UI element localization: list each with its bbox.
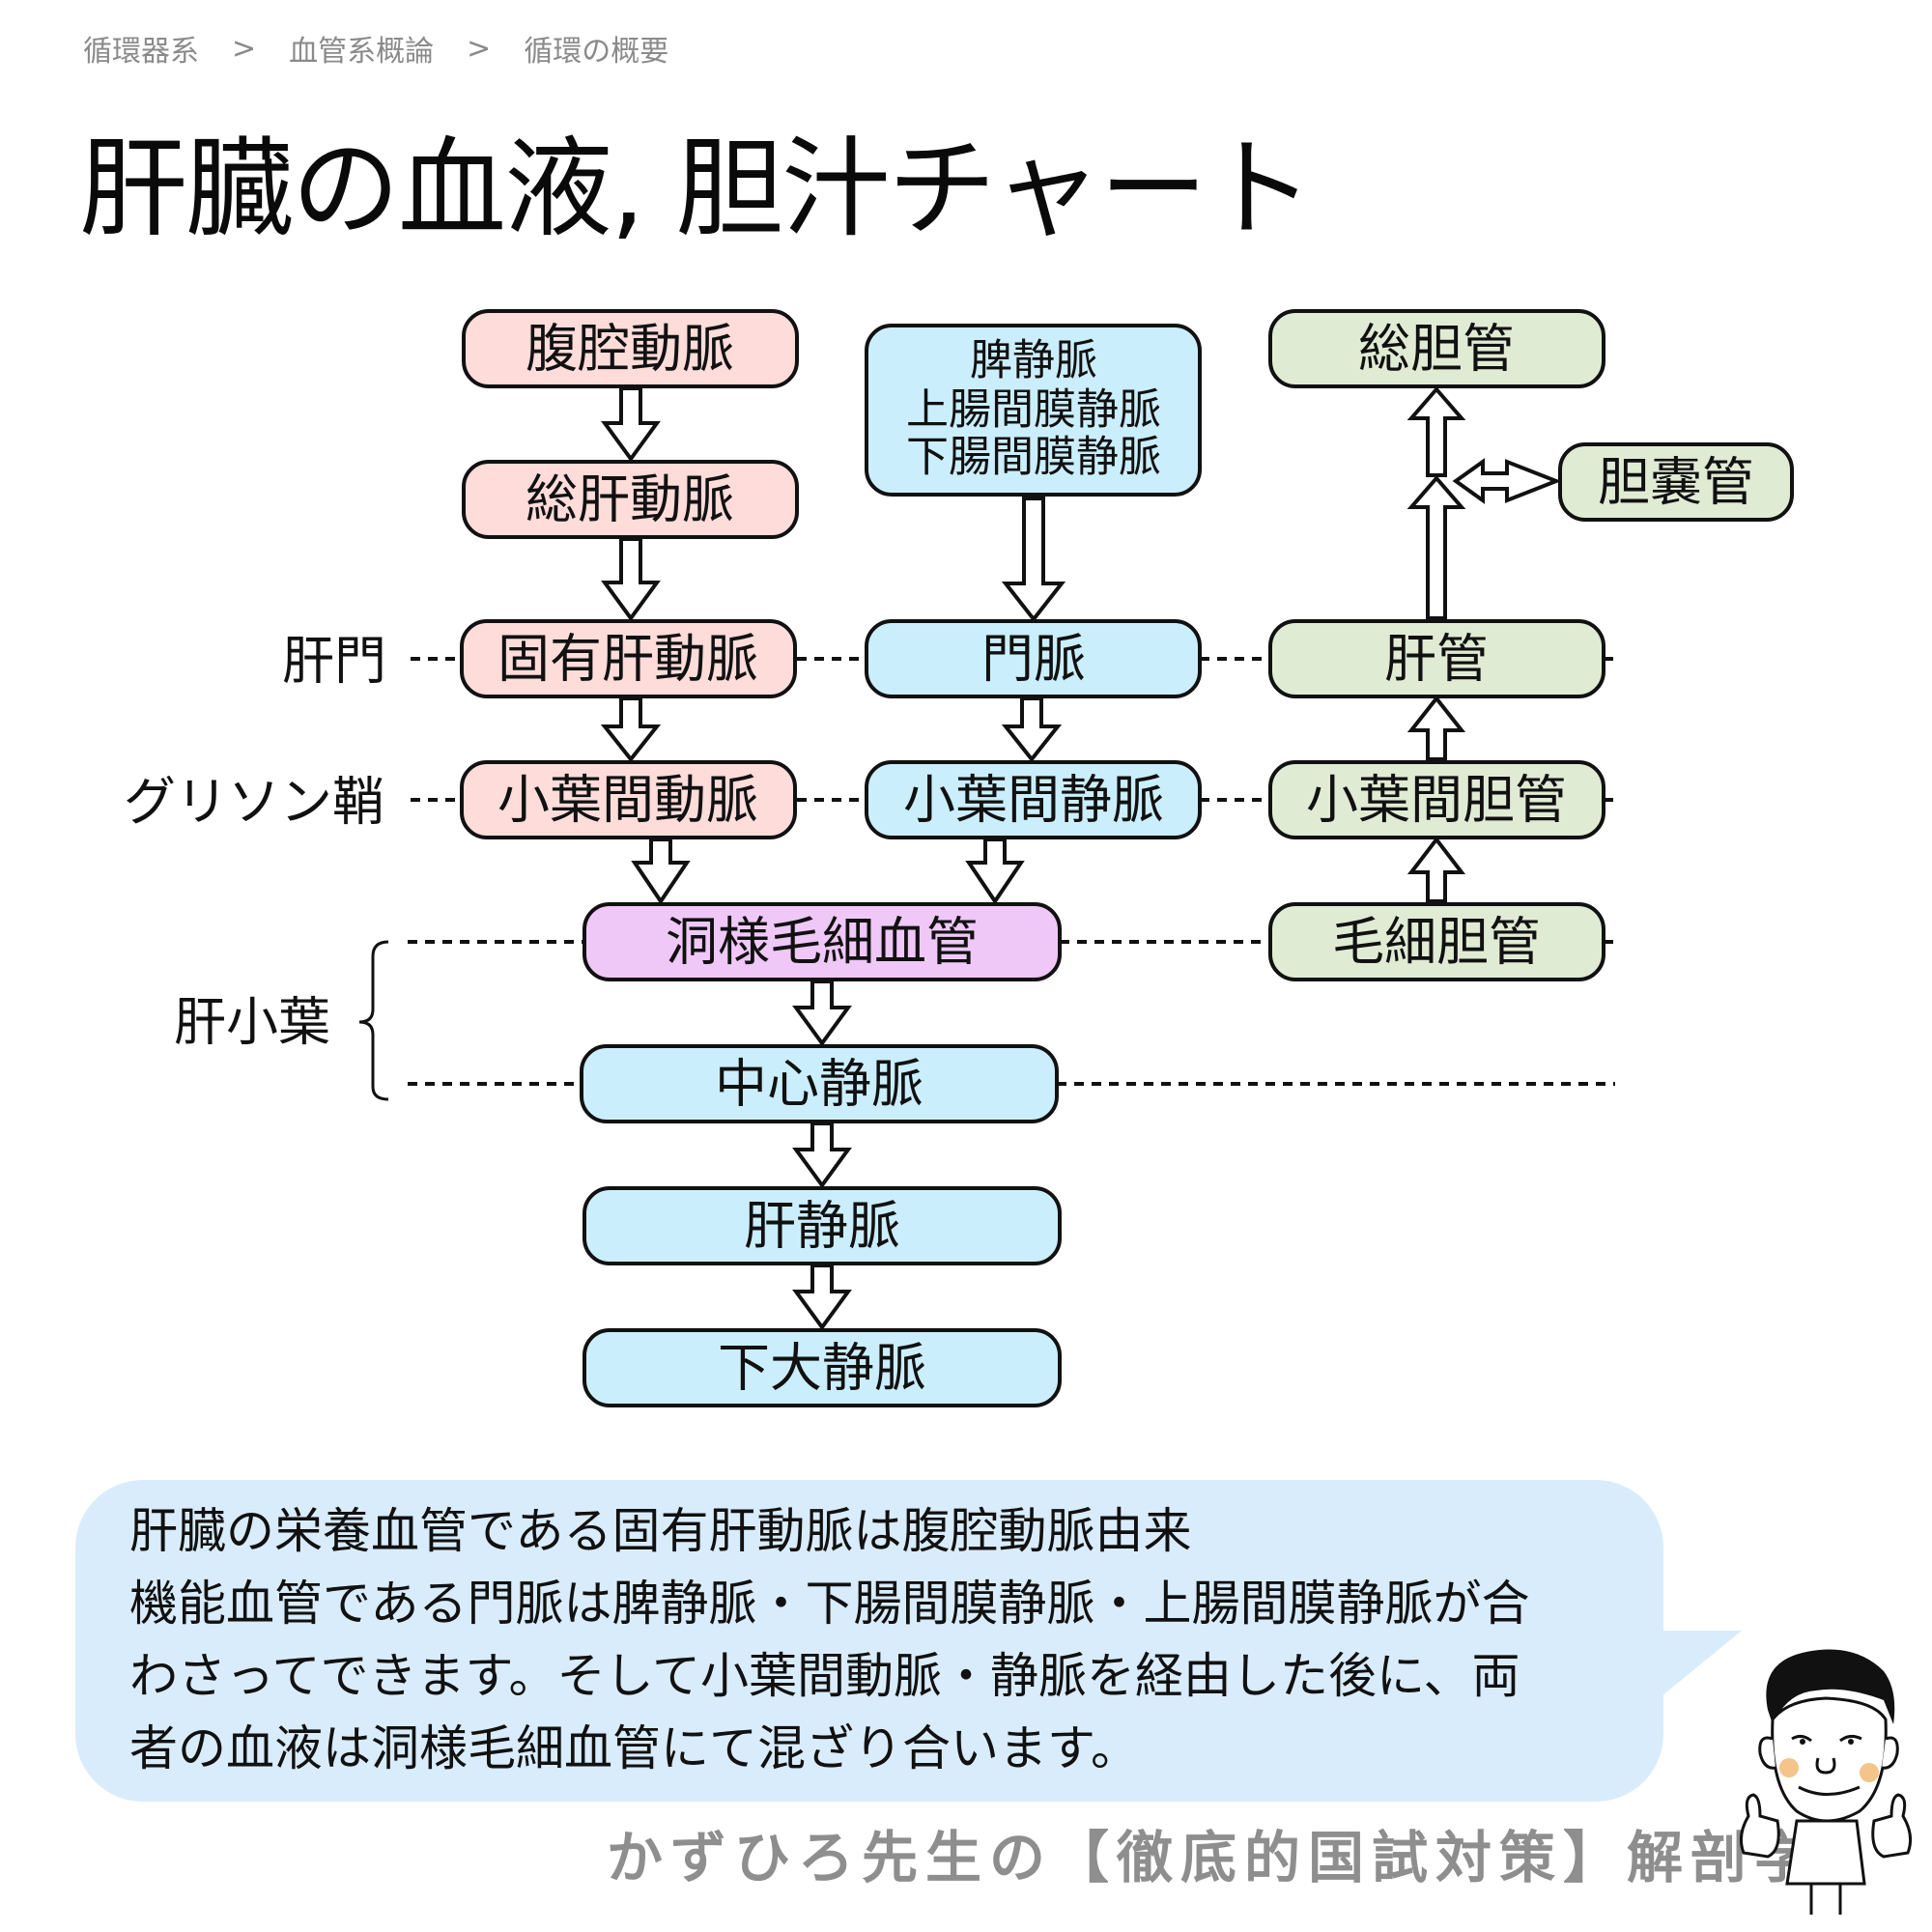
speech-bubble <box>75 1480 1663 1802</box>
teacher-mascot-icon <box>1739 1649 1913 1915</box>
label-hepatic-lobule: 肝小葉 <box>174 992 330 1053</box>
breadcrumb: 循環器系 > 血管系概論 > 循環の概要 <box>83 27 668 70</box>
svg-text:総胆管: 総胆管 <box>1358 319 1515 380</box>
node-portal-sources: 脾静脈 上腸間膜静脈 下腸間膜静脈 <box>865 324 1202 497</box>
arrow-down-icon <box>601 386 661 463</box>
lobule-brace <box>358 940 389 1101</box>
breadcrumb-item-vascular[interactable]: 血管系概論 <box>289 35 435 69</box>
arrow-down-icon <box>1001 497 1066 623</box>
svg-text:固有肝動脈: 固有肝動脈 <box>497 629 758 690</box>
svg-text:肝管: 肝管 <box>1384 629 1489 690</box>
svg-text:中心静脈: 中心静脈 <box>715 1054 923 1115</box>
node-common-hepatic-artery: 総肝動脈 <box>462 460 799 539</box>
svg-text:胆嚢管: 胆嚢管 <box>1598 452 1754 513</box>
node-proper-hepatic-artery: 固有肝動脈 <box>460 619 797 698</box>
svg-text:下腸間膜静脈: 下腸間膜静脈 <box>906 433 1161 482</box>
arrow-up-icon <box>1406 695 1466 761</box>
svg-text:脾静脈: 脾静脈 <box>970 336 1097 385</box>
breadcrumb-item-circulatory[interactable]: 循環器系 <box>83 35 199 69</box>
explanation-line: 者の血液は洞様毛細血管にて混ざり合います。 <box>129 1720 1139 1776</box>
node-common-bile-duct: 総胆管 <box>1268 309 1605 388</box>
arrow-up-icon <box>1406 474 1466 620</box>
breadcrumb-item-overview[interactable]: 循環の概要 <box>524 35 669 69</box>
explanation-line: 肝臓の栄養血管である固有肝動脈は腹腔動脈由来 <box>129 1503 1192 1559</box>
arrow-down-icon <box>965 838 1025 905</box>
node-sinusoid: 洞様毛細血管 <box>582 902 1062 981</box>
breadcrumb-separator: > <box>467 31 492 66</box>
page-title: 肝臓の血液, 胆汁チャート <box>79 127 1314 252</box>
double-arrow-icon <box>1452 458 1562 504</box>
explanation-line: 機能血管である門脈は脾静脈・下腸間膜静脈・上腸間膜静脈が合 <box>129 1576 1530 1632</box>
node-central-vein: 中心静脈 <box>580 1044 1059 1123</box>
node-cystic-duct: 胆嚢管 <box>1558 442 1794 522</box>
arrow-down-icon <box>792 1122 852 1189</box>
arrow-down-icon <box>792 1264 852 1331</box>
svg-text:小葉間動脈: 小葉間動脈 <box>497 770 758 831</box>
node-interlobular-artery: 小葉間動脈 <box>460 760 797 839</box>
svg-text:腹腔動脈: 腹腔動脈 <box>526 319 734 380</box>
liver-flow-diagram: 肝門 グリソン鞘 肝小葉 腹腔動脈 <box>124 309 1794 1407</box>
svg-text:小葉間静脈: 小葉間静脈 <box>903 770 1164 831</box>
arrow-up-icon <box>1406 385 1466 477</box>
node-hepatic-vein: 肝静脈 <box>582 1186 1062 1265</box>
svg-text:小葉間胆管: 小葉間胆管 <box>1306 770 1567 831</box>
node-interlobular-bile-duct: 小葉間胆管 <box>1268 760 1605 839</box>
speech-bubble-tail <box>1657 1631 1742 1700</box>
svg-text:洞様毛細血管: 洞様毛細血管 <box>666 912 979 973</box>
arrow-up-icon <box>1406 836 1466 903</box>
svg-text:総肝動脈: 総肝動脈 <box>526 469 734 530</box>
arrow-down-icon <box>792 980 852 1047</box>
node-celiac-artery: 腹腔動脈 <box>462 309 799 388</box>
svg-text:下大静脈: 下大静脈 <box>718 1338 926 1399</box>
svg-text:毛細胆管: 毛細胆管 <box>1332 912 1541 973</box>
arrow-down-icon <box>600 696 662 763</box>
svg-text:上腸間膜静脈: 上腸間膜静脈 <box>906 385 1161 435</box>
svg-text:門脈: 門脈 <box>981 629 1086 690</box>
arrow-down-icon <box>601 537 661 622</box>
node-inferior-vena-cava: 下大静脈 <box>582 1328 1062 1407</box>
arrow-down-icon <box>631 838 691 905</box>
label-glisson-sheath: グリソン鞘 <box>124 772 384 833</box>
footer-brand: かずひろ先生の【徹底的国試対策】解剖学 <box>607 1825 1819 1890</box>
node-bile-canaliculus: 毛細胆管 <box>1268 902 1605 981</box>
svg-text:肝静脈: 肝静脈 <box>744 1196 900 1257</box>
breadcrumb-separator: > <box>232 31 257 66</box>
label-hilum: 肝門 <box>282 631 386 692</box>
node-interlobular-vein: 小葉間静脈 <box>865 760 1202 839</box>
explanation-text: 肝臓の栄養血管である固有肝動脈は腹腔動脈由来 機能血管である門脈は脾静脈・下腸間… <box>129 1495 1656 1785</box>
node-portal-vein: 門脈 <box>865 619 1202 698</box>
arrows <box>600 385 1562 1331</box>
arrow-down-icon <box>1001 696 1063 763</box>
node-hepatic-duct: 肝管 <box>1268 619 1605 698</box>
explanation-line: わさってできます。そして小葉間動脈・静脈を経由した後に、両 <box>129 1648 1520 1704</box>
